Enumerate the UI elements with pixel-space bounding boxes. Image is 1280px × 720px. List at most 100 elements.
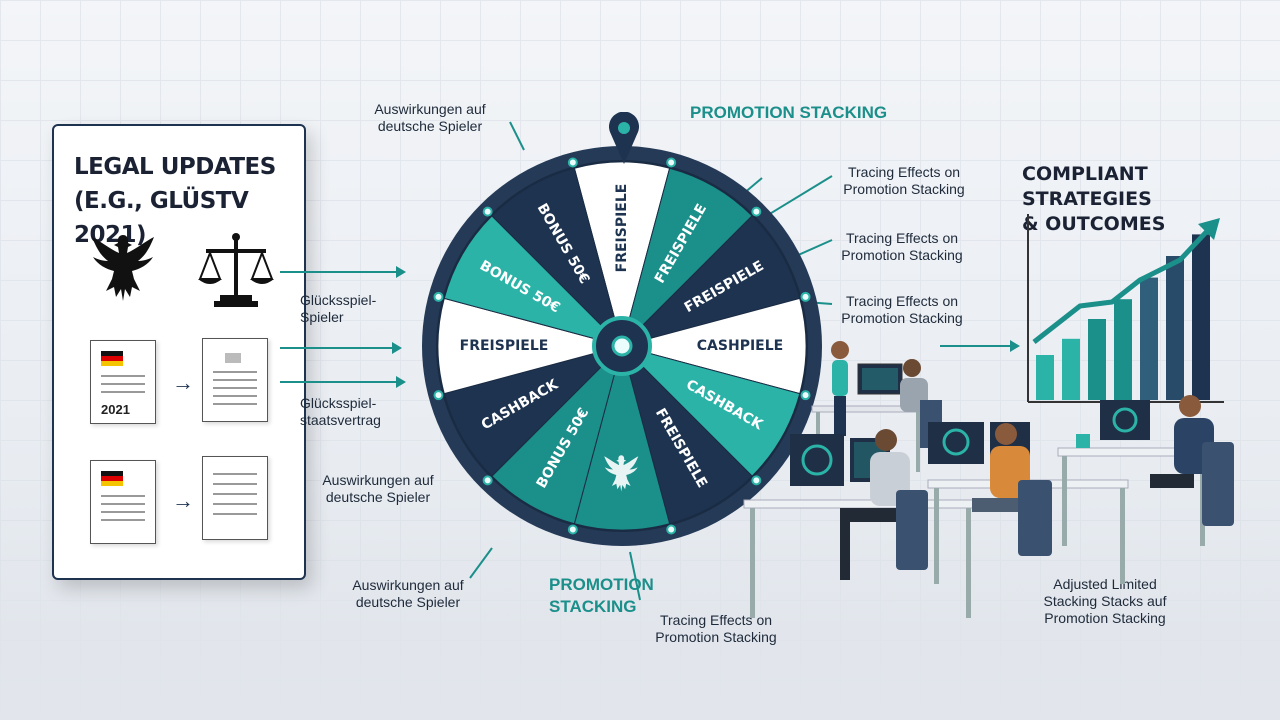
- document-icon: [90, 460, 156, 544]
- title-line: & OUTCOMES: [1022, 213, 1166, 235]
- wheel-segment: [491, 344, 623, 525]
- wheel-segment: [443, 345, 624, 477]
- eagle-icon: [92, 235, 154, 301]
- wheel-center: [611, 335, 633, 357]
- label-line: Tracing Effects on: [847, 164, 961, 180]
- title-line: STRATEGIES: [1022, 188, 1152, 210]
- chair: [1018, 480, 1052, 556]
- wheel-segment: [573, 161, 671, 348]
- label-line: Auswirkungen auf: [374, 101, 486, 117]
- chart-bar: [1088, 319, 1106, 400]
- label-gluecksspiel-staatsvertrag: Glücksspiel- staatsvertrag: [300, 395, 410, 429]
- wheel-dot: [433, 390, 444, 401]
- wheel-segment: [621, 167, 753, 348]
- document-icon: [202, 456, 268, 540]
- chart-bar: [1036, 355, 1054, 400]
- office-scene: [743, 341, 1234, 618]
- label-line: Auswirkungen auf: [352, 577, 464, 593]
- label-auswirkungen-top: Auswirkungen auf deutsche Spieler: [360, 101, 500, 135]
- wheel-segment: [621, 344, 753, 525]
- chart-bar: [1140, 277, 1158, 400]
- monitor: [790, 434, 844, 486]
- label-line: deutsche Spieler: [325, 489, 431, 505]
- wheel-segment: [620, 345, 801, 477]
- wheel-dot: [800, 390, 811, 401]
- wheel-dot: [482, 206, 493, 217]
- monitor: [1100, 400, 1150, 440]
- chair: [1202, 442, 1234, 526]
- wheel-segment-label: CASHPIELE: [697, 338, 783, 354]
- connector-line: [629, 551, 641, 601]
- chart-bar: [1166, 256, 1184, 400]
- wheel-dot: [433, 291, 444, 302]
- arrow-right-icon: →: [172, 488, 194, 513]
- chart-bar: [1192, 234, 1210, 400]
- desk: [743, 499, 975, 509]
- scales-icon: [198, 233, 274, 307]
- label-line: Adjusted Limited: [1053, 576, 1157, 592]
- label-tracing-2: Tracing Effects on Promotion Stacking: [832, 230, 972, 264]
- legal-updates-title: LEGAL UPDATES (E.G., GLÜSTV 2021): [74, 150, 304, 252]
- wheel-segment: [573, 344, 671, 531]
- arrow-right-icon: →: [172, 370, 194, 395]
- label-line: Promotion Stacking: [655, 629, 777, 645]
- wheel-dot: [567, 157, 578, 168]
- label-line: Promotion Stacking: [843, 181, 965, 197]
- connector-line: [469, 547, 493, 579]
- label-line: Auswirkungen auf: [322, 472, 434, 488]
- person-body: [832, 360, 848, 396]
- title-line: STACKING: [549, 597, 637, 616]
- label-line: Glücksspiel-: [300, 292, 377, 308]
- label-line: Tracing Effects on: [659, 612, 773, 628]
- monitor: [928, 422, 984, 464]
- label-line: Tracing Effects on: [845, 230, 959, 246]
- wheel-dot: [567, 524, 578, 535]
- wheel-pointer-icon: [609, 112, 639, 164]
- label-line: deutsche Spieler: [355, 594, 461, 610]
- mug-icon: [1076, 434, 1090, 448]
- wheel-segment-label: FREISPIELE: [614, 184, 630, 273]
- label-auswirkungen-bottom: Auswirkungen auf deutsche Spieler: [338, 577, 478, 611]
- eagle-icon: [604, 455, 639, 492]
- wheel-segment: [620, 215, 801, 347]
- promotion-stacking-title-bottom: PROMOTION STACKING: [549, 574, 654, 618]
- wheel-dot: [482, 475, 493, 486]
- label-line: Tracing Effects on: [845, 293, 959, 309]
- wheel-segments: [437, 161, 807, 531]
- label-line: Promotion Stacking: [841, 247, 963, 263]
- wheel-dot: [751, 475, 762, 486]
- wheel-dot: [666, 524, 677, 535]
- wheel-dot: [800, 291, 811, 302]
- title-line: PROMOTION: [549, 575, 654, 594]
- document-icon: [202, 338, 268, 422]
- connector-line: [509, 121, 525, 151]
- label-line: Promotion Stacking: [841, 310, 963, 326]
- label-line: deutsche Spieler: [377, 118, 483, 134]
- doc-year: 2021: [101, 402, 130, 417]
- growth-trend-line: [1032, 226, 1212, 344]
- wheel-dots: [433, 157, 811, 535]
- chart-bar: [1062, 338, 1080, 400]
- wheel-segment: [491, 167, 623, 348]
- label-line: staatsvertrag: [300, 412, 381, 428]
- label-gluecksspiel-spieler: Glücksspiel- Spieler: [300, 292, 400, 326]
- wheel-segment: [620, 297, 807, 395]
- wheel-segment: [437, 297, 624, 395]
- wheel-segment: [443, 215, 624, 347]
- wheel-dot: [751, 206, 762, 217]
- title-line: COMPLIANT: [1022, 163, 1148, 185]
- label-line: Promotion Stacking: [1044, 610, 1166, 626]
- legal-updates-panel: LEGAL UPDATES (E.G., GLÜSTV 2021) 2021 →…: [52, 124, 306, 580]
- label-tracing-bottom: Tracing Effects on Promotion Stacking: [646, 612, 786, 646]
- monitor: [857, 363, 903, 395]
- growth-arrow-head: [1198, 218, 1220, 240]
- chart-bars: [1036, 234, 1210, 400]
- growth-chart: [1027, 214, 1224, 403]
- promotion-stacking-title-top: PROMOTION STACKING: [690, 103, 888, 122]
- german-flag-icon: [101, 471, 123, 486]
- document-icon: 2021: [90, 340, 156, 424]
- label-tracing-1: Tracing Effects on Promotion Stacking: [836, 164, 972, 198]
- label-auswirkungen-mid: Auswirkungen auf deutsche Spieler: [308, 472, 448, 506]
- label-line: Glücksspiel-: [300, 395, 377, 411]
